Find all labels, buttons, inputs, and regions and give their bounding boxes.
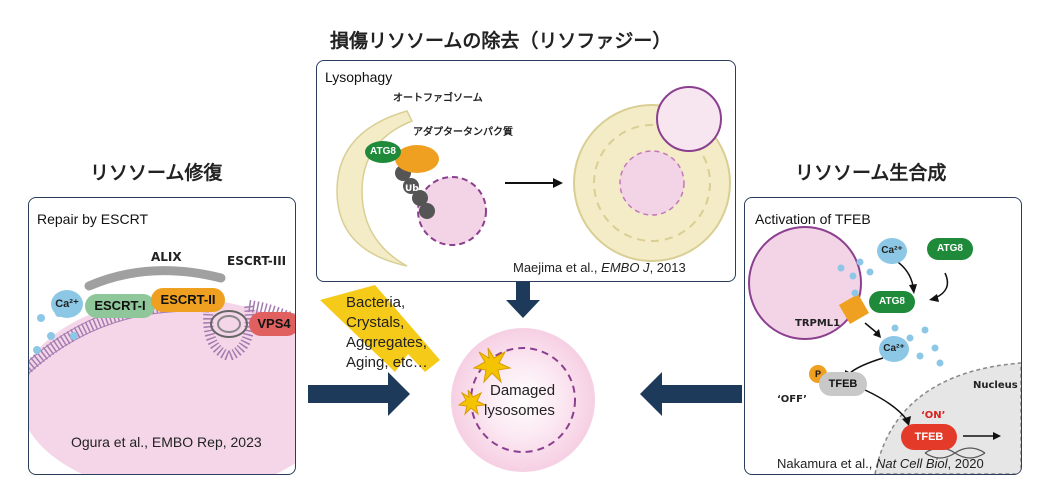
heading-lysophagy: 損傷リソソームの除去（リソファジー） [330, 30, 672, 52]
label-nucleus: Nucleus [973, 380, 1018, 391]
escrt-ii-protein: ESCRT-II [151, 288, 225, 312]
damage-cause-1: Bacteria, [346, 294, 406, 311]
escrt-i-protein: ESCRT-I [85, 294, 155, 318]
citation-ogura: Ogura et al., EMBO Rep, 2023 [71, 434, 262, 450]
atg8-protein: ATG8 [365, 141, 401, 163]
panel-lysophagy: Lysophagy オートファゴソーム アダプタータンパク質 ATG8 Ub M… [316, 60, 736, 282]
damage-cause-4: Aging, etc… [346, 354, 428, 371]
heading-lysosome-biogenesis: リソソーム生合成 [795, 162, 947, 184]
label-escrt-iii: ESCRT-III [227, 254, 287, 268]
vps4-protein: VPS4 [249, 312, 295, 336]
panel-tfeb-activation: Activation of TFEB [744, 197, 1022, 475]
tfeb-on-protein: TFEB [901, 424, 957, 450]
atg8-protein-mid: ATG8 [869, 291, 915, 313]
panel-title-tfeb: Activation of TFEB [755, 211, 871, 227]
damaged-lysosome-label-2: lysosomes [484, 402, 555, 419]
label-off: ‘OFF’ [777, 394, 807, 405]
citation-maejima: Maejima et al., EMBO J, 2013 [513, 260, 686, 275]
label-alix: ALIX [151, 250, 182, 264]
label-adaptor-protein: アダプタータンパク質 [413, 127, 513, 138]
label-trpml1: TRPML1 [795, 318, 841, 329]
tfeb-off-protein: TFEB [819, 372, 867, 396]
panel-title-lysophagy: Lysophagy [325, 69, 393, 85]
ca-ion-badge-mid: Ca²⁺ [879, 336, 909, 362]
label-autophagosome: オートファゴソーム [393, 93, 483, 104]
ca-ion-badge-top: Ca²⁺ [877, 238, 907, 264]
label-on: ‘ON’ [921, 410, 946, 421]
panel-title-repair: Repair by ESCRT [37, 211, 149, 227]
label-ubiquitin: Ub [405, 184, 419, 194]
ca-ion-badge: Ca²⁺ [51, 290, 83, 318]
heading-lysosome-repair: リソソーム修復 [90, 162, 223, 184]
citation-nakamura: Nakamura et al., Nat Cell Biol, 2020 [777, 456, 984, 471]
lysophagy-illustration [336, 86, 731, 267]
damaged-lysosome-label-1: Damaged [490, 382, 556, 399]
panel-repair-escrt: Repair by ESCRT ALIX ESCRT-III Ca²⁺ ESCR… [28, 197, 296, 475]
atg8-protein-top: ATG8 [927, 238, 973, 260]
damage-cause-3: Aggregates, [346, 334, 427, 351]
damage-cause-2: Crystals, [346, 314, 405, 331]
